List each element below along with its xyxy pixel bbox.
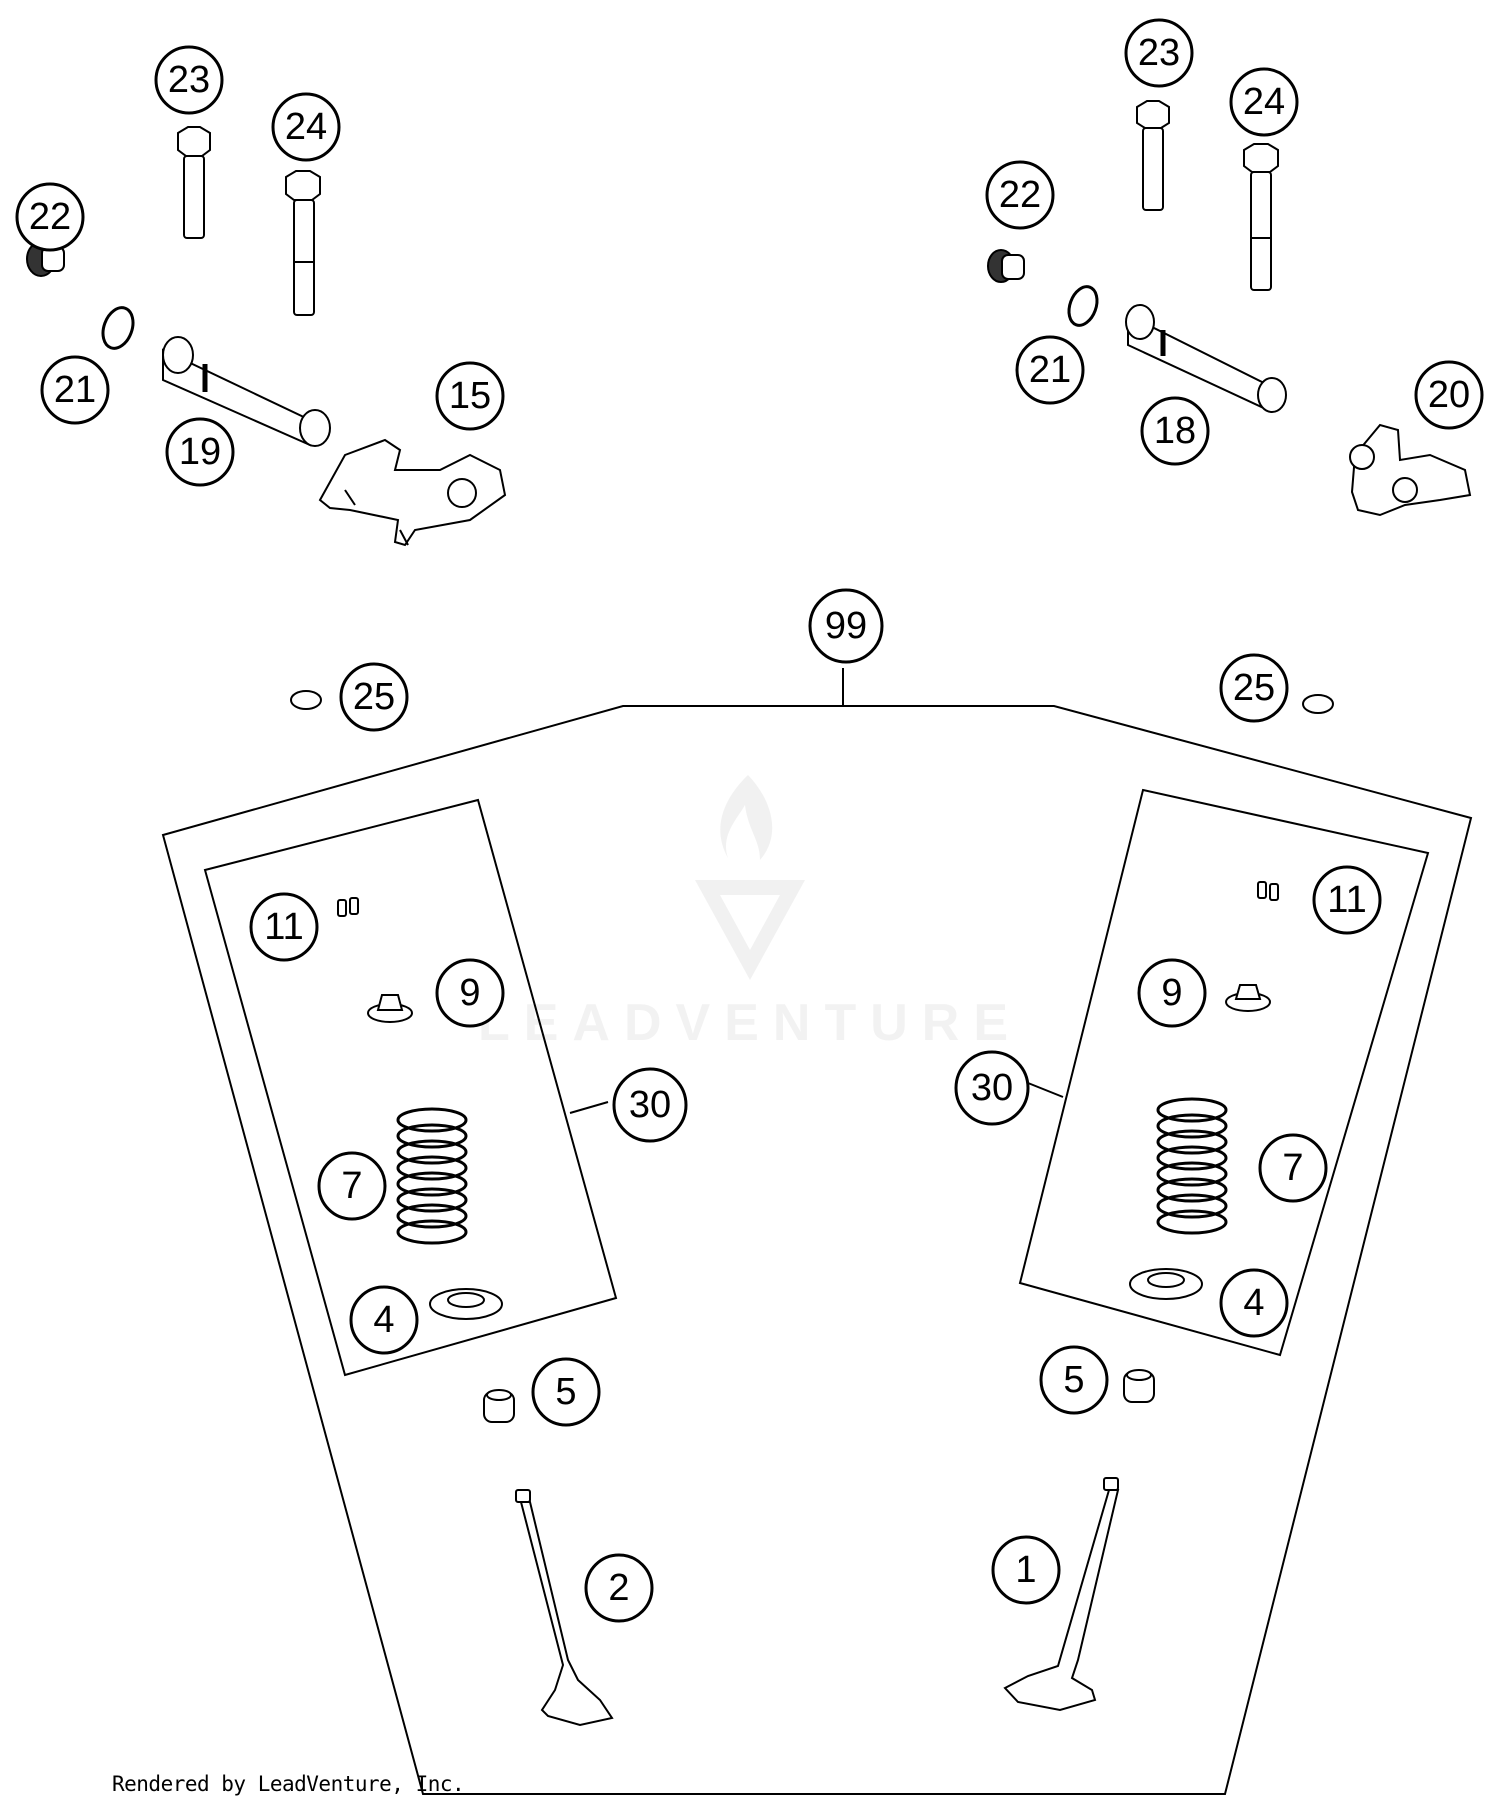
footer-credit: Rendered by LeadVenture, Inc. [112, 1772, 465, 1796]
callout-5-right-label: 5 [1063, 1359, 1084, 1401]
callout-9-right: 9 [1137, 958, 1207, 1028]
callout-21-left-label: 21 [54, 369, 96, 411]
bolt-24-right [1243, 143, 1279, 291]
callout-20-label: 20 [1428, 374, 1470, 416]
callout-21-right-label: 21 [1029, 349, 1071, 391]
callout-1-label: 1 [1015, 1549, 1036, 1591]
callout-7-right-label: 7 [1282, 1147, 1303, 1189]
bolt-24-left [285, 170, 321, 316]
callout-15: 15 [435, 361, 505, 431]
callout-19-label: 19 [179, 431, 221, 473]
valve-2-exhaust [515, 1489, 614, 1727]
callout-5-left: 5 [531, 1357, 601, 1427]
callout-18-label: 18 [1154, 410, 1196, 452]
o-ring-21-right [1067, 285, 1099, 327]
assembly-99-outline [161, 668, 1473, 1795]
callout-7-left-label: 7 [341, 1165, 362, 1207]
key-25-left [290, 690, 322, 710]
bolt-23-right [1136, 100, 1170, 211]
callout-4-right: 4 [1219, 1268, 1289, 1338]
callout-24-left: 24 [271, 92, 341, 162]
rocker-shaft-19 [162, 336, 331, 447]
callout-19: 19 [165, 417, 235, 487]
callout-11-right-label: 11 [1327, 879, 1366, 921]
callout-2: 2 [584, 1553, 654, 1623]
key-25-right [1302, 694, 1334, 714]
callout-22-right: 22 [985, 160, 1055, 230]
spring-7-right [1156, 1097, 1228, 1235]
retainer-9-left [367, 994, 413, 1023]
spring-seat-4-right [1129, 1268, 1203, 1300]
callout-9-left: 9 [435, 958, 505, 1028]
callout-30-right-label: 30 [971, 1067, 1013, 1109]
callout-23-left-label: 23 [168, 59, 210, 101]
callout-1: 1 [991, 1535, 1061, 1605]
callout-15-label: 15 [449, 375, 491, 417]
callout-11-left: 11 [249, 892, 319, 962]
callout-4-left-label: 4 [373, 1299, 394, 1341]
bolt-23-left [177, 126, 211, 239]
callout-11-left-label: 11 [264, 906, 303, 948]
callout-24-right: 24 [1229, 67, 1299, 137]
collet-11-right [1257, 881, 1279, 901]
callout-21-left: 21 [40, 355, 110, 425]
callout-22-left-label: 22 [29, 196, 71, 238]
callout-11-right: 11 [1312, 865, 1382, 935]
callout-5-left-label: 5 [555, 1371, 576, 1413]
callout-22-right-label: 22 [999, 174, 1041, 216]
callout-99: 99 [808, 588, 884, 664]
spring-seat-4-left [429, 1288, 503, 1320]
leadventure-watermark-logo: LEADVENTURE [478, 775, 1022, 1052]
callout-21-right: 21 [1015, 335, 1085, 405]
retainer-9-right [1225, 984, 1271, 1012]
callout-30-right: 30 [954, 1050, 1030, 1126]
callout-2-label: 2 [608, 1567, 629, 1609]
callouts: 23 24 22 21 19 15 23 24 22 21 18 20 99 2… [15, 18, 1484, 1623]
callout-25-right: 25 [1219, 653, 1289, 723]
assembly-30-left-outline [203, 798, 618, 1377]
valve-seal-5-right [1123, 1369, 1155, 1403]
collet-11-left [337, 897, 359, 917]
o-ring-21-left [101, 306, 135, 350]
callout-9-right-label: 9 [1161, 972, 1182, 1014]
callout-23-right-label: 23 [1138, 32, 1180, 74]
callout-24-left-label: 24 [285, 106, 327, 148]
plug-22-right [987, 249, 1025, 283]
callout-23-right: 23 [1124, 18, 1194, 88]
callout-25-left: 25 [339, 662, 409, 732]
callout-30-left-label: 30 [629, 1084, 671, 1126]
callout-7-left: 7 [317, 1151, 387, 1221]
callout-25-left-label: 25 [353, 676, 395, 718]
callout-99-label: 99 [825, 605, 867, 647]
callout-5-right: 5 [1039, 1345, 1109, 1415]
rocker-shaft-18 [1125, 304, 1287, 413]
callout-7-right: 7 [1258, 1133, 1328, 1203]
valve-seal-5-left [483, 1389, 515, 1423]
watermark-text: LEADVENTURE [478, 994, 1022, 1052]
valve-1-intake [1003, 1477, 1120, 1712]
callout-4-right-label: 4 [1243, 1282, 1264, 1324]
callout-24-right-label: 24 [1243, 81, 1285, 123]
rocker-arm-15 [318, 438, 507, 547]
callout-18: 18 [1140, 396, 1210, 466]
callout-30-left: 30 [612, 1067, 688, 1143]
spring-7-left [396, 1107, 468, 1245]
assembly-30-right-outline [1018, 788, 1430, 1357]
callout-23-left: 23 [154, 45, 224, 115]
callout-9-left-label: 9 [459, 972, 480, 1014]
callout-25-right-label: 25 [1233, 667, 1275, 709]
rocker-arm-20 [1349, 423, 1472, 517]
callout-4-left: 4 [349, 1285, 419, 1355]
callout-20: 20 [1414, 360, 1484, 430]
callout-22-left: 22 [15, 182, 85, 252]
